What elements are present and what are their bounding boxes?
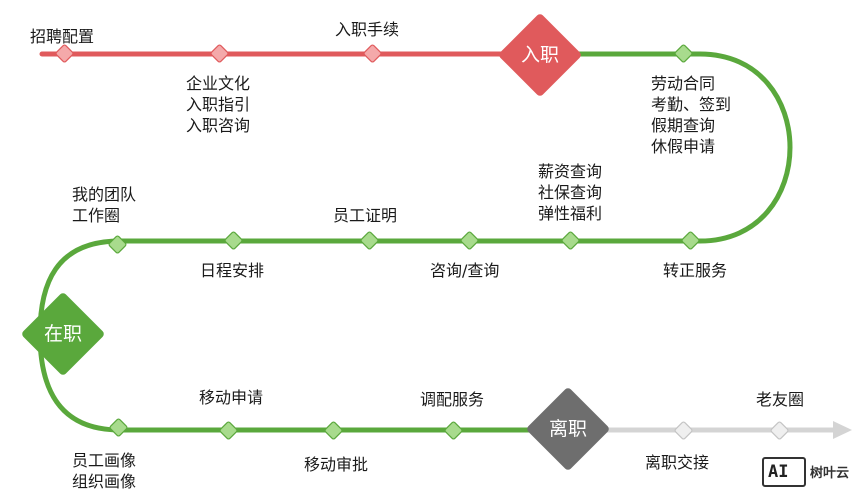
label-mobile-approve: 移动审批 bbox=[304, 455, 369, 474]
label-team-line1: 我的团队 bbox=[72, 185, 137, 204]
label-contract-line3: 假期查询 bbox=[651, 116, 716, 135]
node-procedures bbox=[363, 44, 382, 63]
label-salary-line3: 弹性福利 bbox=[538, 204, 603, 223]
node-salary bbox=[561, 231, 580, 250]
hub-leave: 离职 bbox=[525, 386, 611, 472]
label-team-line2: 工作圈 bbox=[72, 206, 121, 225]
label-culture-line1: 企业文化 bbox=[186, 74, 251, 93]
label-contract-line2: 考勤、签到 bbox=[651, 95, 732, 114]
brand-name: 树叶云 bbox=[810, 466, 850, 481]
node-mobile-approve bbox=[324, 421, 343, 440]
node-markers-row2 bbox=[108, 231, 700, 254]
label-contract: 劳动合同 考勤、签到 假期查询 休假申请 bbox=[651, 73, 731, 157]
hub-onjob: 在职 bbox=[20, 291, 106, 377]
brand-logo-icon: AI bbox=[762, 457, 806, 487]
label-alumni: 老友圈 bbox=[756, 390, 805, 409]
label-contract-line4: 休假申请 bbox=[651, 137, 716, 156]
label-portrait-line2: 组织画像 bbox=[72, 472, 137, 491]
label-team: 我的团队 工作圈 bbox=[72, 184, 136, 226]
label-portrait: 员工画像 组织画像 bbox=[72, 450, 136, 492]
hub-leave-label: 离职 bbox=[548, 418, 587, 440]
node-culture bbox=[210, 44, 229, 63]
node-consult bbox=[460, 231, 479, 250]
label-salary-line2: 社保查询 bbox=[538, 183, 603, 202]
label-regular: 转正服务 bbox=[663, 261, 728, 280]
label-culture-line2: 入职指引 bbox=[186, 95, 251, 114]
label-recruit: 招聘配置 bbox=[30, 27, 95, 46]
label-schedule: 日程安排 bbox=[200, 261, 265, 280]
label-culture-line3: 入职咨询 bbox=[186, 116, 251, 135]
node-transfer bbox=[444, 421, 463, 440]
node-schedule bbox=[224, 231, 243, 250]
label-handover: 离职交接 bbox=[645, 453, 710, 472]
node-markers-row1 bbox=[55, 44, 693, 63]
node-handover bbox=[674, 421, 693, 440]
node-mobile-apply bbox=[219, 421, 238, 440]
node-certificate bbox=[360, 231, 379, 250]
node-alumni bbox=[770, 421, 789, 440]
label-procedures: 入职手续 bbox=[335, 20, 400, 39]
node-portrait bbox=[109, 418, 128, 437]
node-team bbox=[108, 235, 127, 254]
node-recruit bbox=[55, 44, 74, 63]
hub-entry-label: 入职 bbox=[520, 44, 559, 66]
node-contract bbox=[674, 44, 693, 63]
hub-onjob-label: 在职 bbox=[43, 323, 82, 345]
label-certificate: 员工证明 bbox=[333, 206, 398, 225]
label-culture: 企业文化 入职指引 入职咨询 bbox=[186, 73, 250, 136]
arrow-head-icon bbox=[833, 421, 852, 439]
label-consult: 咨询/查询 bbox=[430, 261, 500, 280]
label-mobile-apply: 移动申请 bbox=[199, 388, 264, 407]
label-contract-line1: 劳动合同 bbox=[651, 74, 716, 93]
onjob-path bbox=[37, 51, 793, 433]
hub-entry: 入职 bbox=[497, 12, 583, 98]
label-salary: 薪资查询 社保查询 弹性福利 bbox=[538, 161, 602, 224]
label-portrait-line1: 员工画像 bbox=[72, 451, 137, 470]
node-markers-row3 bbox=[109, 418, 789, 440]
label-salary-line1: 薪资查询 bbox=[538, 162, 603, 181]
node-regular bbox=[681, 231, 700, 250]
label-transfer: 调配服务 bbox=[420, 390, 485, 409]
